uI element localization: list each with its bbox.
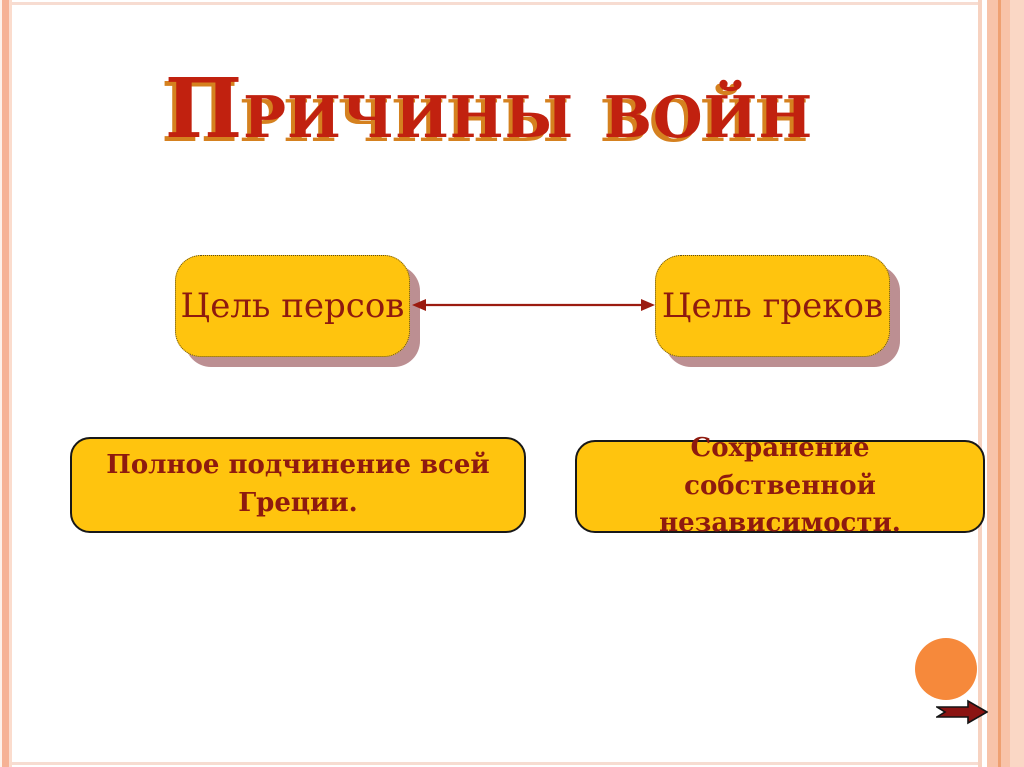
detail-box-persians: Полное подчинение всей Греции. xyxy=(70,437,526,533)
arrowhead-right-icon xyxy=(641,299,655,311)
detail-box-greeks: Сохранение собственной независимости. xyxy=(575,433,985,538)
goal-box-greeks-label: Цель греков xyxy=(661,286,884,326)
double-arrow-connector xyxy=(412,299,655,311)
arrowhead-left-icon xyxy=(412,299,426,311)
top-hairline xyxy=(12,2,978,5)
detail-box-greeks-label: Сохранение собственной независимости. xyxy=(659,432,901,539)
detail-box-persians-label: Полное подчинение всей Греции. xyxy=(106,450,490,518)
right-stripe-border xyxy=(978,0,1024,767)
orange-circle-icon xyxy=(915,638,977,700)
bottom-hairline xyxy=(12,762,978,765)
slide-title: Причины войн xyxy=(164,61,814,157)
goal-box-persians-label: Цель персов xyxy=(180,286,405,326)
goal-box-greeks: Цель греков xyxy=(655,255,890,357)
goal-box-persians: Цель персов xyxy=(175,255,410,357)
next-slide-arrow-icon[interactable] xyxy=(936,699,988,725)
left-stripe-border xyxy=(0,0,12,767)
